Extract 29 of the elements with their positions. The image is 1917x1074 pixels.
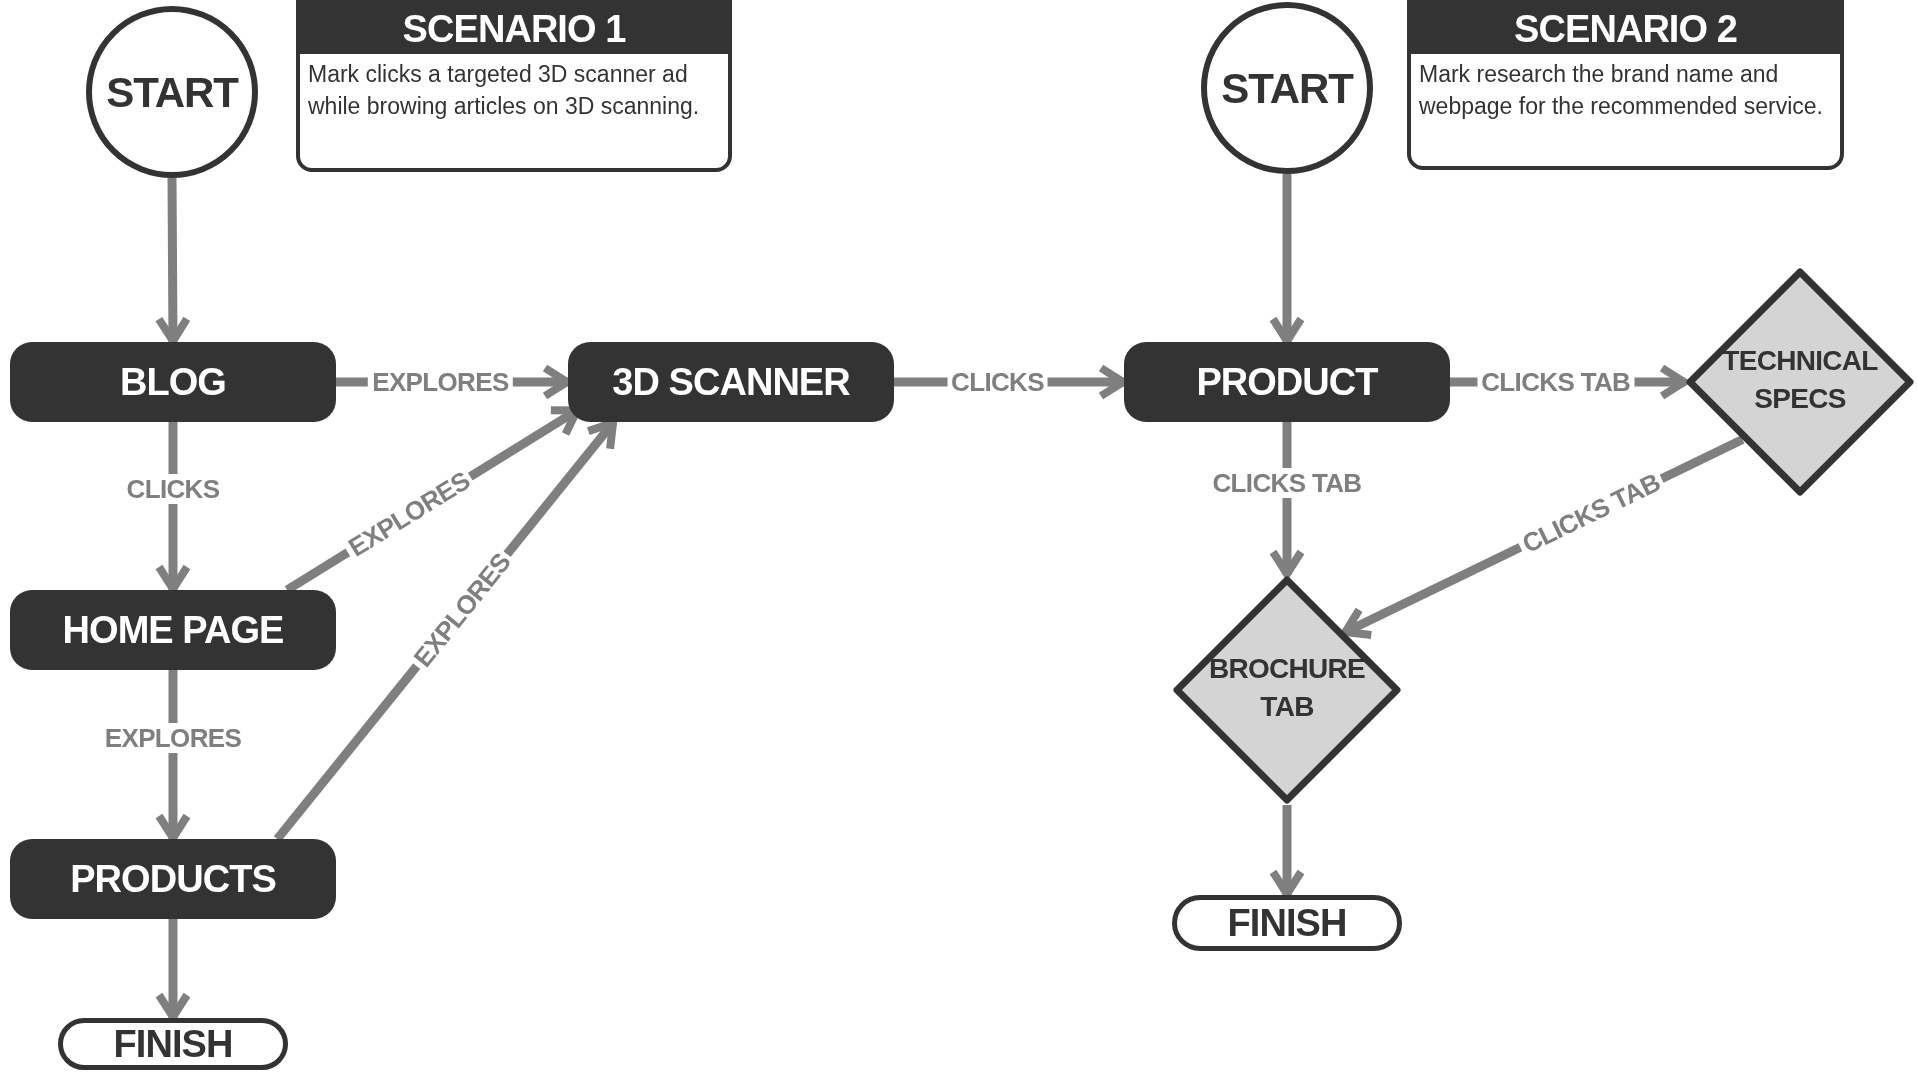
scenario-card <box>296 0 732 172</box>
process-box <box>10 590 336 670</box>
node-label: FINISH <box>113 1025 233 1063</box>
scenario-description: Mark clicks a targeted 3D scanner ad while browing articles on 3D scanning. <box>308 60 701 121</box>
node-label: TECHNICAL SPECS <box>1722 345 1878 414</box>
decision-diamond <box>1172 575 1402 805</box>
node-label: 3D SCANNER <box>612 359 850 405</box>
arrow <box>1269 174 1305 345</box>
process-box <box>568 342 894 422</box>
node-label: HOME PAGE <box>62 607 284 653</box>
decision-diamond <box>1685 267 1915 497</box>
process-box <box>1124 342 1450 422</box>
scenario-card <box>1407 0 1844 170</box>
node-label: SCENARIO 1 <box>402 10 626 48</box>
node-label: BROCHURE TAB <box>1208 653 1366 722</box>
terminal-pill <box>1172 895 1402 951</box>
process-box <box>10 839 336 919</box>
node-label: START <box>106 67 238 118</box>
terminal-pill <box>58 1018 288 1070</box>
scenario-description: Mark research the brand name and webpage for the recommended service. <box>1419 60 1824 121</box>
node-label: BLOG <box>120 359 226 405</box>
node-label: SCENARIO 2 <box>1514 10 1737 48</box>
arrow <box>154 177 191 345</box>
arrow <box>155 670 191 842</box>
node-label: START <box>1221 63 1353 114</box>
node-label: PRODUCTS <box>70 856 276 902</box>
node-label: FINISH <box>1227 904 1347 942</box>
process-box <box>10 342 336 422</box>
node-label: PRODUCT <box>1196 359 1378 405</box>
